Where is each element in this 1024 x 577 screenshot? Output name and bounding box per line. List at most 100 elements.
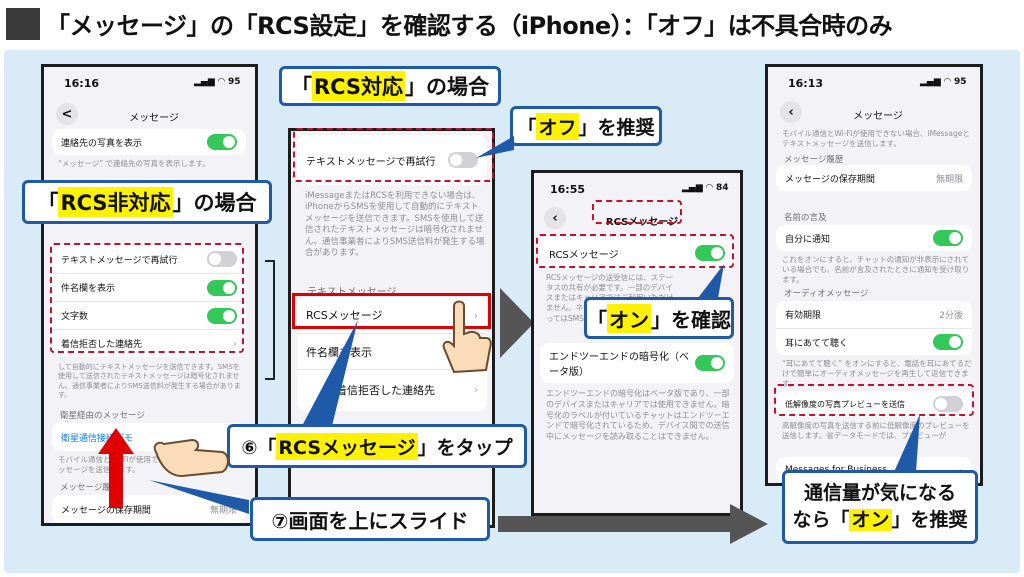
section-header: オーディオメッセージ bbox=[784, 289, 869, 299]
settings-row[interactable]: 着信拒否した連絡先› bbox=[297, 369, 487, 409]
toggle-switch[interactable] bbox=[207, 134, 237, 150]
row-label: メッセージの保存期間 bbox=[785, 174, 875, 185]
scroll-up-arrow-icon bbox=[98, 428, 134, 508]
row-label: テキストメッセージで再試行 bbox=[306, 156, 436, 168]
settings-row[interactable]: テキストメッセージで再試行 bbox=[297, 135, 487, 185]
sms-note: iMessageまたはRCSを利用できない場合は、iPhoneからSMSを使用し… bbox=[305, 191, 485, 259]
row-label: 文字数 bbox=[61, 312, 89, 322]
callout-text: 」の場合 bbox=[405, 75, 490, 99]
section-header: メッセージ履歴 bbox=[784, 155, 844, 165]
low-quality-preview-row[interactable]: 低解像度の写真プレビューを送信 bbox=[776, 391, 972, 417]
callout-highlight: オン bbox=[607, 303, 651, 333]
settings-row[interactable]: 連絡先の写真を表示 bbox=[52, 129, 246, 155]
callout-text: ⑥「 bbox=[241, 436, 277, 459]
status-icons: ▂▄▆ ◠ 84 bbox=[682, 183, 729, 193]
row-label: RCSメッセージ bbox=[549, 249, 619, 261]
back-button[interactable]: < bbox=[56, 103, 78, 125]
callout-text: 「 bbox=[587, 307, 607, 332]
row-label: 低解像度の写真プレビューを送信 bbox=[785, 399, 905, 409]
satellite-note: モバイル通信とWi-Fiが使用できない場合、テキストメッセージを送信します。 bbox=[58, 455, 241, 475]
callout-off-recommended: 「オフ」を推奨 bbox=[510, 106, 662, 146]
back-button[interactable]: ‹ bbox=[544, 207, 566, 229]
phone-screen-4: 16:13 ▂▄▆ ◠ 95 ‹ メッセージ モバイル通信とWi-Fiが使用でき… bbox=[765, 64, 983, 486]
settings-row[interactable]: メッセージの保存期間無期限 bbox=[776, 165, 972, 191]
title-accent-block bbox=[6, 8, 40, 40]
callout-text: 」を確認 bbox=[651, 307, 731, 332]
callout-text: なら「 bbox=[792, 509, 850, 531]
toggle-switch[interactable] bbox=[933, 396, 963, 412]
title-bar bbox=[0, 0, 1024, 48]
section-header: メッセージ履歴 bbox=[60, 483, 120, 493]
row-label: テキストメッセージで再試行 bbox=[61, 255, 178, 266]
raise-note: “耳にあてて聴く” をオンにすると、電話を耳にあてるだけで簡単にオーディオメッセ… bbox=[782, 359, 972, 389]
settings-row[interactable]: 着信拒否した連絡先› bbox=[52, 329, 246, 357]
toggle-switch[interactable] bbox=[933, 230, 963, 246]
phone-screen-3: 16:55 ▂▄▆ ◠ 84 ‹ RCSメッセージ RCSメッセージ RCSメッ… bbox=[531, 170, 743, 516]
toggle-switch[interactable] bbox=[207, 307, 237, 324]
settings-row[interactable]: 自分に通知 bbox=[776, 225, 972, 251]
lowq-card: 低解像度の写真プレビューを送信 bbox=[776, 391, 972, 417]
mention-note: これをオンにすると、チャットの通知が非表示にされている場合でも、名前が言及された… bbox=[782, 255, 970, 285]
row-label: 有効期限 bbox=[785, 311, 822, 321]
settings-row[interactable]: 耳にあてて聴く bbox=[776, 328, 972, 355]
settings-card-top: 連絡先の写真を表示 bbox=[52, 129, 246, 155]
e2e-toggle-row[interactable]: エンドツーエンドの暗号化（ベータ版） bbox=[540, 343, 734, 383]
settings-card-main: テキストメッセージで再試行 件名欄を表示 文字数 着信拒否した連絡先› bbox=[52, 245, 246, 357]
callout-rcs-unsupported: 「RCS非対応」の場合 bbox=[22, 180, 272, 224]
row-label: 件名欄を表示 bbox=[306, 345, 372, 359]
tap-hand-icon bbox=[152, 430, 232, 480]
callout-text: 「 bbox=[37, 191, 59, 215]
back-button[interactable]: ‹ bbox=[780, 101, 802, 123]
row-value: 2分後 bbox=[939, 311, 963, 321]
row-label: RCSメッセージ bbox=[306, 309, 383, 322]
section-header: 名前の言及 bbox=[784, 213, 827, 223]
audio-card: 有効期限 2分後 耳にあてて聴く bbox=[776, 301, 972, 355]
callout-highlight: オフ bbox=[536, 112, 579, 140]
settings-row[interactable]: テキストメッセージで再試行 bbox=[52, 245, 246, 273]
toggle-switch[interactable] bbox=[207, 251, 237, 267]
chevron-left-icon: ‹ bbox=[788, 104, 794, 120]
rcs-toggle-row[interactable]: RCSメッセージ bbox=[540, 237, 734, 269]
bracket bbox=[265, 260, 275, 380]
callout-text: 「 bbox=[517, 116, 537, 139]
mention-card: 自分に通知 bbox=[776, 225, 972, 251]
row-label: 件名欄を表示 bbox=[61, 284, 116, 294]
chevron-right-icon: › bbox=[473, 308, 478, 322]
link-label: 衛星通信接続デモ bbox=[61, 433, 134, 444]
row-label: 自分に通知 bbox=[785, 234, 831, 245]
toggle-switch[interactable] bbox=[695, 245, 725, 261]
rcs-message-row[interactable]: RCSメッセージ › bbox=[297, 297, 487, 333]
toggle-switch[interactable] bbox=[448, 152, 478, 168]
nav-title: メッセージ bbox=[129, 113, 179, 124]
highlight-box-rcs-row bbox=[292, 293, 491, 329]
chevron-left-icon: ‹ bbox=[552, 210, 558, 226]
highlight-box-lowq bbox=[774, 384, 974, 416]
row-label: 連絡先の写真を表示 bbox=[61, 138, 143, 149]
callout-text: 」を推奨 bbox=[578, 116, 655, 139]
history-card: メッセージの保存期間無期限 bbox=[776, 165, 972, 191]
rcs-card: RCSメッセージ bbox=[540, 237, 734, 269]
toggle-switch[interactable] bbox=[695, 355, 725, 371]
page-title: 「メッセージ」の「RCS設定」を確認する（iPhone）：「オフ」は不具合時のみ bbox=[46, 12, 893, 40]
callout-on-confirm: 「オン」を確認 bbox=[584, 297, 734, 339]
toggle-switch[interactable] bbox=[933, 334, 963, 350]
chevron-left-icon: < bbox=[61, 106, 73, 122]
callout-highlight: RCS対応 bbox=[311, 71, 406, 101]
settings-row[interactable]: 件名欄を表示 bbox=[52, 273, 246, 301]
callout-highlight: RCSメッセージ bbox=[276, 432, 418, 460]
callout-text: 「 bbox=[290, 75, 312, 99]
retry-card: テキストメッセージで再試行 bbox=[297, 135, 487, 185]
callout-text: 」の場合 bbox=[172, 191, 257, 215]
toggle-switch[interactable] bbox=[207, 279, 237, 296]
callout-line: なら「オン」を推奨 bbox=[792, 507, 968, 534]
satellite-card: 衛星通信接続デモ bbox=[52, 423, 246, 451]
nav-title: メッセージ bbox=[853, 111, 903, 122]
settings-row[interactable]: 文字数 bbox=[52, 301, 246, 329]
satellite-demo-link[interactable]: 衛星通信接続デモ bbox=[52, 423, 246, 451]
callout-pointer bbox=[476, 136, 514, 158]
callout-highlight: RCS非対応 bbox=[58, 187, 173, 217]
settings-row[interactable]: メッセージの保存期間無期限 bbox=[52, 495, 246, 523]
callout-text: ⑦画面を上にスライド bbox=[271, 508, 469, 533]
status-icons: ▂▄▆ ◠ 95 bbox=[920, 77, 967, 87]
settings-row[interactable]: 有効期限 2分後 bbox=[776, 301, 972, 328]
